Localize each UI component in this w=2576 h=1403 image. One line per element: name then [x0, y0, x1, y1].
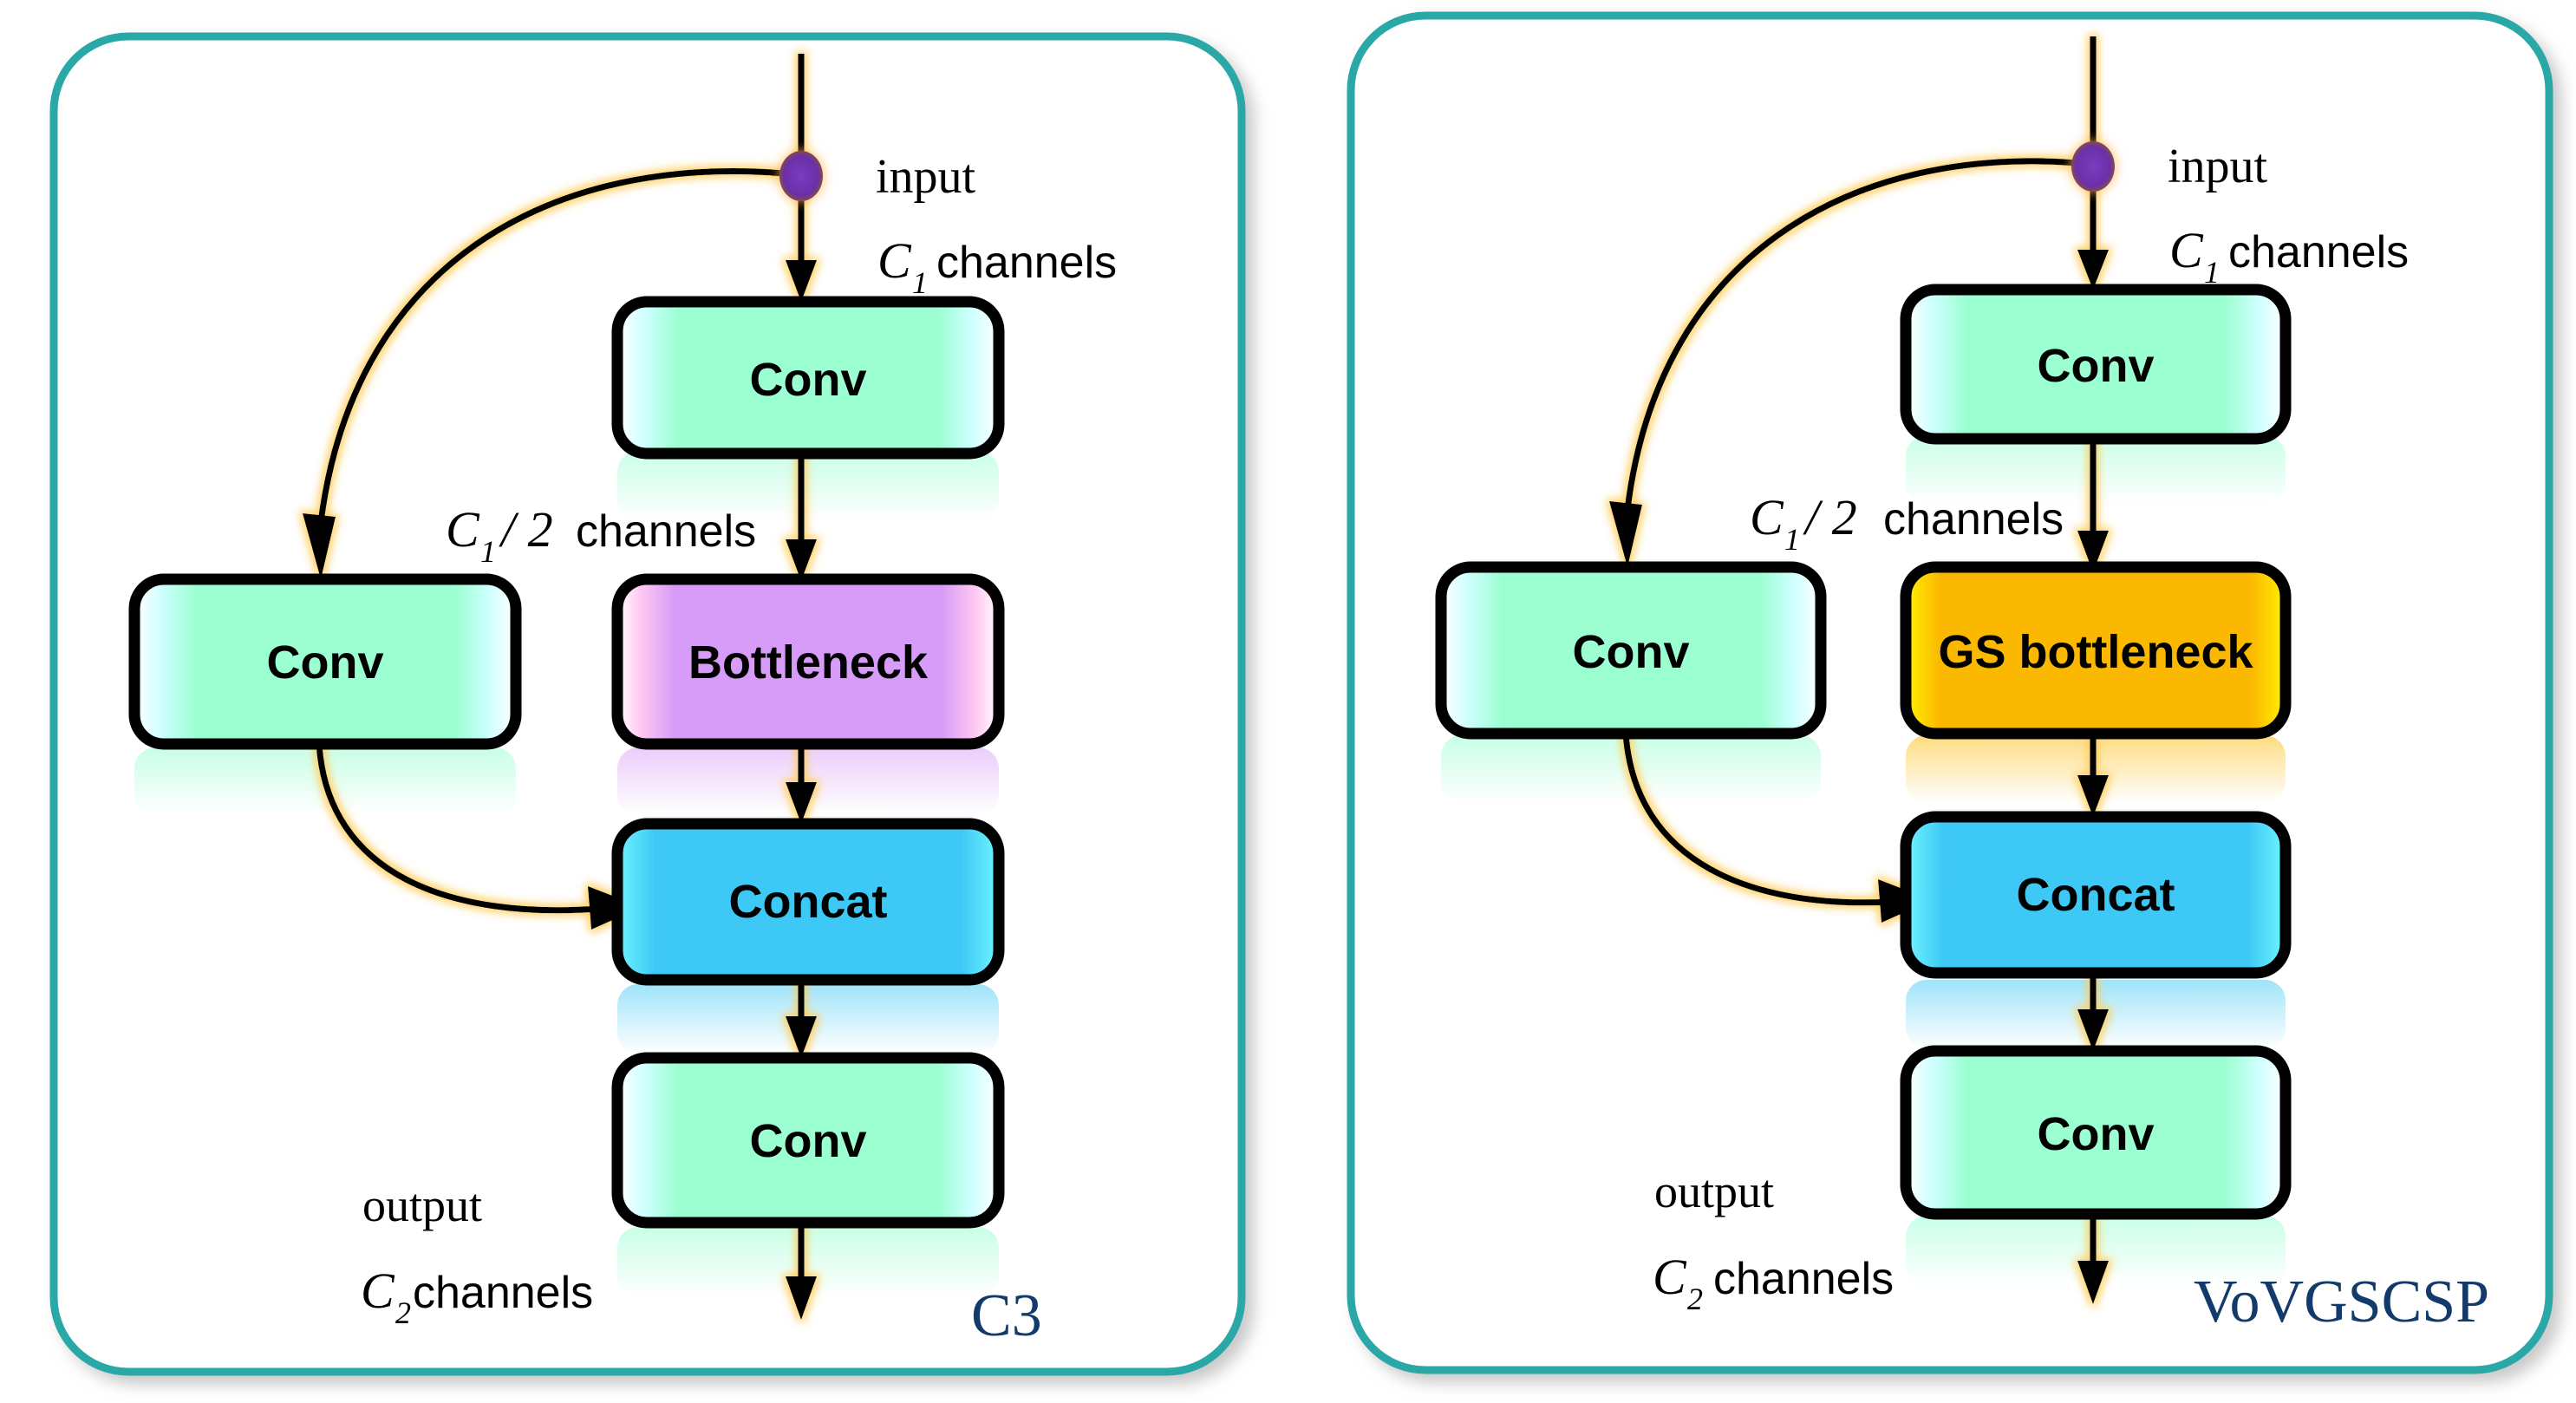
label-c3-mid-channels-subscript: 1: [480, 534, 496, 569]
input-dot-icon: [2071, 141, 2115, 192]
arrowhead-vo-output: [2077, 1261, 2109, 1304]
node-c3-conv-bottom-box: [611, 1052, 1005, 1229]
label-c3-input: input: [876, 150, 976, 204]
label-vo-input-channels-symbol: C: [2169, 222, 2204, 278]
node-vo-gs-bottleneck-box: [1900, 561, 2292, 740]
node-vo-concat[interactable]: Concat: [1900, 811, 2292, 979]
edge-vo-conv-left-to-concat: [1622, 733, 1891, 906]
label-vo-output-channels-suffix: channels: [1713, 1254, 1894, 1304]
label-vo-output-channels: C 2 channels: [1653, 1249, 1894, 1316]
label-vo-input-channels-suffix: channels: [2228, 227, 2409, 277]
label-c3-mid-channels-symbol: C: [446, 501, 480, 558]
node-c3-concat[interactable]: Concat: [611, 818, 1005, 986]
node-c3-conv-left-label: Conv: [267, 636, 384, 688]
label-c3-input-channels-symbol: C: [877, 232, 912, 289]
node-vo-conv-bottom-label: Conv: [2038, 1108, 2155, 1160]
node-vo-conv-top-box: [1900, 284, 2292, 445]
label-vo-output-channels-symbol: C: [1653, 1249, 1687, 1305]
arrowhead-input-to-vo-conv-left: [1609, 501, 1642, 567]
panel-tag-c3: C3: [971, 1282, 1042, 1349]
label-c3-mid-channels: C 1 / 2 channels: [446, 501, 756, 569]
node-c3-bottleneck-box: [611, 573, 1005, 750]
node-vo-gs-bottleneck-label: GS bottleneck: [1938, 626, 2253, 678]
node-vo-conv-left-box: [1435, 561, 1827, 740]
panel-c3-edges: [303, 54, 817, 1320]
arrowhead-vo-concat-to-conv-bottom: [2077, 1009, 2109, 1051]
node-c3-conv-left[interactable]: Conv: [128, 573, 522, 750]
label-c3-input-channels-subscript: 1: [912, 265, 928, 300]
node-c3-conv-top-box: [611, 296, 1005, 460]
label-vo-input: input: [2168, 140, 2268, 193]
edge-input-to-conv-left: [316, 168, 786, 538]
label-vo-mid-channels: C 1 / 2 channels: [1750, 489, 2064, 557]
label-vo-output: output: [1654, 1165, 1774, 1217]
panel-vovgscsp: Conv Conv GS bottleneck Concat Conv inpu…: [1347, 11, 2553, 1374]
arrowhead-concat-to-conv-bottom: [786, 1016, 817, 1058]
panel-c3-nodes: Conv Conv Bottleneck Concat Conv: [128, 296, 1005, 1229]
arrowhead-vo-conv-top-to-gs: [2077, 531, 2109, 572]
label-vo-output-channels-subscript: 2: [1687, 1282, 1703, 1316]
node-vo-gs-bottleneck[interactable]: GS bottleneck: [1900, 561, 2292, 740]
label-c3-output-channels-symbol: C: [361, 1263, 395, 1319]
node-c3-conv-top-label: Conv: [750, 354, 867, 406]
label-c3-input-channels: C 1 channels: [877, 232, 1117, 300]
label-c3-output-channels: C 2 channels: [361, 1263, 593, 1330]
node-c3-conv-left-box: [128, 573, 522, 750]
panel-vovgscsp-nodes: Conv Conv GS bottleneck Concat Conv: [1435, 284, 2292, 1220]
label-c3-output-channels-suffix: channels: [413, 1268, 593, 1318]
label-vo-input-channels: C 1 channels: [2169, 222, 2409, 290]
node-vo-concat-box: [1900, 811, 2292, 979]
label-c3-mid-channels-suffix: channels: [576, 506, 756, 557]
label-vo-mid-channels-divisor: / 2: [1803, 489, 1857, 545]
edge-input-to-vo-conv-left: [1622, 158, 2078, 526]
arrowhead-output: [786, 1276, 817, 1320]
label-c3-output-channels-subscript: 2: [395, 1295, 411, 1330]
panel-c3: Conv Conv Bottleneck Concat Conv: [49, 32, 1246, 1376]
input-dot-icon: [779, 151, 823, 201]
edge-conv-left-to-concat: [316, 743, 599, 914]
node-vo-concat-label: Concat: [2016, 869, 2175, 921]
input-node-dot-vovgscsp[interactable]: [2071, 141, 2115, 192]
arrowhead-gs-to-vo-concat: [2077, 775, 2109, 817]
node-vo-conv-bottom[interactable]: Conv: [1900, 1045, 2292, 1220]
label-c3-output: output: [362, 1179, 482, 1231]
label-vo-input-channels-subscript: 1: [2204, 255, 2220, 290]
label-vo-mid-channels-symbol: C: [1750, 489, 1784, 545]
node-c3-bottleneck-label: Bottleneck: [688, 636, 929, 688]
node-vo-conv-bottom-box: [1900, 1045, 2292, 1220]
label-vo-mid-channels-suffix: channels: [1883, 494, 2064, 545]
node-vo-conv-left-label: Conv: [1573, 626, 1690, 678]
arrowhead-input-to-vo-conv-top: [2077, 250, 2109, 290]
input-node-dot-c3[interactable]: [779, 151, 823, 201]
node-vo-conv-top-label: Conv: [2038, 340, 2155, 392]
node-c3-conv-bottom-label: Conv: [750, 1115, 867, 1167]
label-c3-mid-channels-divisor: / 2: [499, 501, 553, 558]
arrowhead-bottleneck-to-concat: [786, 782, 817, 824]
node-c3-bottleneck[interactable]: Bottleneck: [611, 573, 1005, 750]
node-vo-conv-top[interactable]: Conv: [1900, 284, 2292, 445]
panel-tag-vovgscsp: VoVGSCSP: [2194, 1269, 2489, 1335]
node-c3-conv-bottom[interactable]: Conv: [611, 1052, 1005, 1229]
label-vo-mid-channels-subscript: 1: [1784, 522, 1800, 557]
arrowhead-conv-top-to-bottleneck: [786, 539, 817, 581]
node-c3-conv-top[interactable]: Conv: [611, 296, 1005, 460]
arrowhead-input-to-conv-top: [786, 260, 817, 302]
node-c3-concat-label: Concat: [728, 876, 887, 928]
node-vo-conv-left[interactable]: Conv: [1435, 561, 1827, 740]
arrowhead-input-to-conv-left: [303, 513, 336, 579]
label-c3-input-channels-suffix: channels: [936, 238, 1117, 288]
node-c3-concat-box: [611, 818, 1005, 986]
